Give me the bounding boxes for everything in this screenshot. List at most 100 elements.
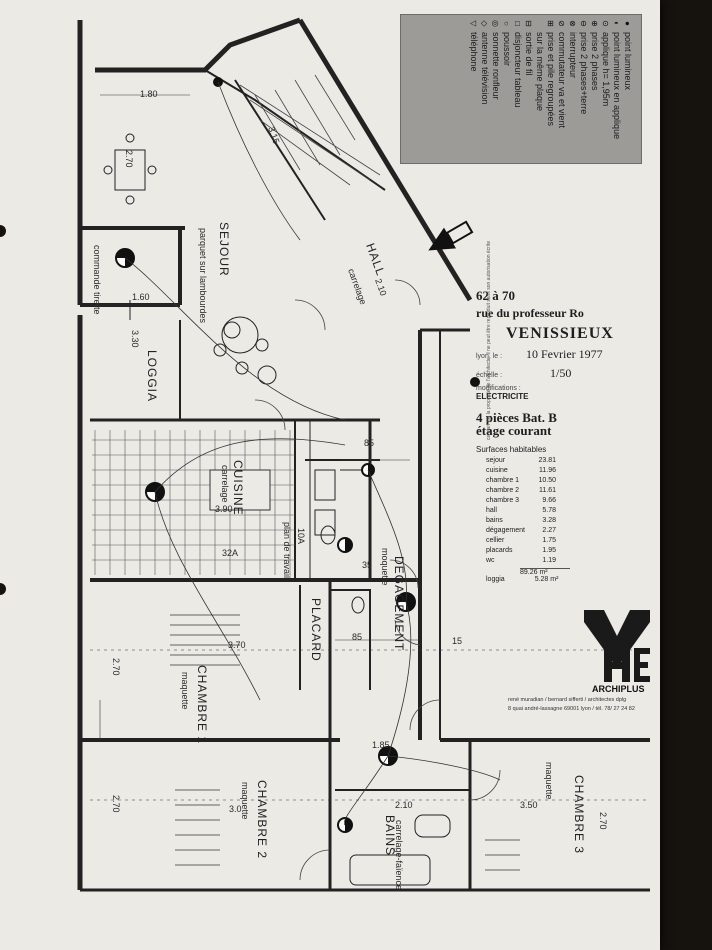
- archiplus-logo-icon: [584, 610, 650, 682]
- legend-item: ●point lumineux: [622, 19, 633, 159]
- surface-area: 1.95: [542, 547, 556, 554]
- room-label-loggia: LOGGIA: [145, 350, 159, 402]
- room-label-hall: HALL: [363, 241, 388, 278]
- surface-row: chambre 1 10.50: [486, 476, 556, 486]
- city-name: VENISSIEUX: [506, 325, 614, 342]
- legend-item: ◐point lumineux en applique: [611, 19, 622, 159]
- credits-architects: rené muradian / bernard sifferti / archi…: [508, 697, 627, 703]
- scale-row: échelle : 1/50: [476, 366, 656, 381]
- room-label-chambre2: CHAMBRE 2: [255, 780, 269, 859]
- legend-item: ⊖prise 2 phases+terre: [578, 19, 589, 159]
- dim-label: 1.60: [132, 292, 150, 302]
- room-label-sejour: SEJOUR: [217, 222, 231, 277]
- legend-item: ▽téléphone: [468, 19, 479, 159]
- light-point-icons: [115, 77, 480, 833]
- dim-label: 2.10: [395, 800, 413, 810]
- scale-label: échelle :: [476, 372, 503, 379]
- note-carrelage: carrelage: [220, 465, 230, 503]
- dim-label: 3.0: [229, 804, 242, 814]
- rights-note: ce plan est la propriété de l'architecte…: [486, 240, 492, 440]
- legend-item: ◎ sonnette ronfleur: [490, 19, 501, 159]
- dim-label: 3.30: [130, 330, 140, 348]
- legend-symbol-icon: ◇: [480, 20, 489, 27]
- surface-row: placards 1.95: [486, 546, 556, 556]
- surface-room: chambre 3: [486, 497, 520, 504]
- surface-room: hall: [486, 507, 497, 514]
- dim-label: 2.70: [111, 795, 121, 813]
- legend-label: téléphone: [469, 32, 479, 72]
- dim-label: 2.10: [373, 277, 388, 297]
- surface-room: chambre 1: [486, 477, 520, 484]
- note-commande: commande tirette: [92, 245, 102, 315]
- legend-label: sur la même plaque: [535, 32, 545, 112]
- title-block: 62 à 70 rue du professeur Ro VENISSIEUX …: [476, 288, 656, 583]
- legend-label: point lumineux en applique: [612, 32, 622, 140]
- legend-item: ⊞prise et pile regroupées: [545, 19, 556, 159]
- north-arrow-icon: [428, 220, 474, 251]
- legend-symbol-icon: ⊖: [579, 20, 588, 27]
- wall-diagonal: [297, 18, 473, 302]
- note-maquette: maquette: [180, 672, 190, 710]
- note-maquette: maquette: [240, 782, 250, 820]
- surface-area: 3.28: [542, 517, 556, 524]
- legend-symbol-icon: ◎: [491, 20, 500, 27]
- legend-symbol-icon: ○: [502, 21, 511, 26]
- note-plan-travail: plan de travail: [282, 522, 292, 578]
- room-label-bains: BAINS: [383, 815, 397, 856]
- note-maquette: maquette: [544, 762, 554, 800]
- surface-area: 9.66: [542, 497, 556, 504]
- dim-label: 15: [452, 636, 462, 646]
- surface-area: 11.61: [539, 487, 556, 494]
- loggia-row: loggia 5.28 m²: [486, 576, 656, 583]
- note-32a: 32A: [222, 548, 238, 558]
- dim-label: 3.50: [520, 800, 538, 810]
- dim-label: 1.80: [140, 89, 158, 99]
- surface-row: cellier 1.75: [486, 536, 556, 546]
- legend-symbol-icon: □: [513, 21, 522, 26]
- surface-area: 1.75: [542, 537, 556, 544]
- date-label: lyon, le :: [476, 353, 503, 360]
- room-label-chambre3: CHAMBRE 3: [572, 775, 586, 854]
- legend-item: ⊟sortie de fil: [523, 19, 534, 159]
- dim-label: 1.85: [372, 740, 390, 750]
- legend-symbol-icon: ⊗: [568, 20, 577, 27]
- legend-label: applique h= 1,95m: [601, 32, 611, 107]
- surface-room: dégagement: [486, 527, 525, 534]
- dim-label: 2.70: [124, 150, 134, 168]
- surface-room: placards: [486, 547, 513, 554]
- address-street: rue du professeur Ro: [476, 306, 584, 320]
- note-carrelage: carrelage: [346, 267, 368, 306]
- dim-label: 85: [364, 438, 374, 448]
- legend-item: ⊘commutateur va et vient: [556, 19, 567, 159]
- legend-label: point lumineux: [623, 32, 633, 91]
- note-10a: 10A: [296, 528, 306, 544]
- surface-area: 11.96: [539, 467, 556, 474]
- room-label-degagement: DEGAGEMENT: [392, 556, 406, 651]
- credits-address: 8 quai andré-lassagne 69001 lyon / tél. …: [508, 706, 635, 712]
- legend-item: ○ poussoir: [501, 19, 512, 159]
- date-value: 10 Fevrier 1977: [526, 347, 603, 361]
- legend-item: □disjoncteur tableau: [512, 19, 523, 159]
- credits: rené muradian / bernard sifferti / archi…: [508, 696, 658, 714]
- legend-label: sonnette ronfleur: [491, 32, 501, 100]
- legend-label: poussoir: [502, 32, 512, 67]
- legend-item: ⊕prise 2 phases: [589, 19, 600, 159]
- surface-room: cellier: [486, 537, 505, 544]
- legend-label: prise et pile regroupées: [546, 32, 556, 127]
- plan-sheet: 1.80 2.70 1.60 3.30 3.15 3.90 3.70 2.70 …: [0, 0, 660, 950]
- surface-area: 10.50: [538, 477, 556, 484]
- legend-label: interrupteur: [568, 32, 578, 79]
- modifications-label: modifications :: [476, 385, 521, 392]
- loggia-label: loggia: [486, 576, 505, 583]
- surface-total: 89.26 m²: [520, 568, 570, 576]
- surface-room: chambre 2: [486, 487, 520, 494]
- binder-hole: [0, 225, 6, 237]
- legend-symbol-icon: ⊕: [590, 20, 599, 27]
